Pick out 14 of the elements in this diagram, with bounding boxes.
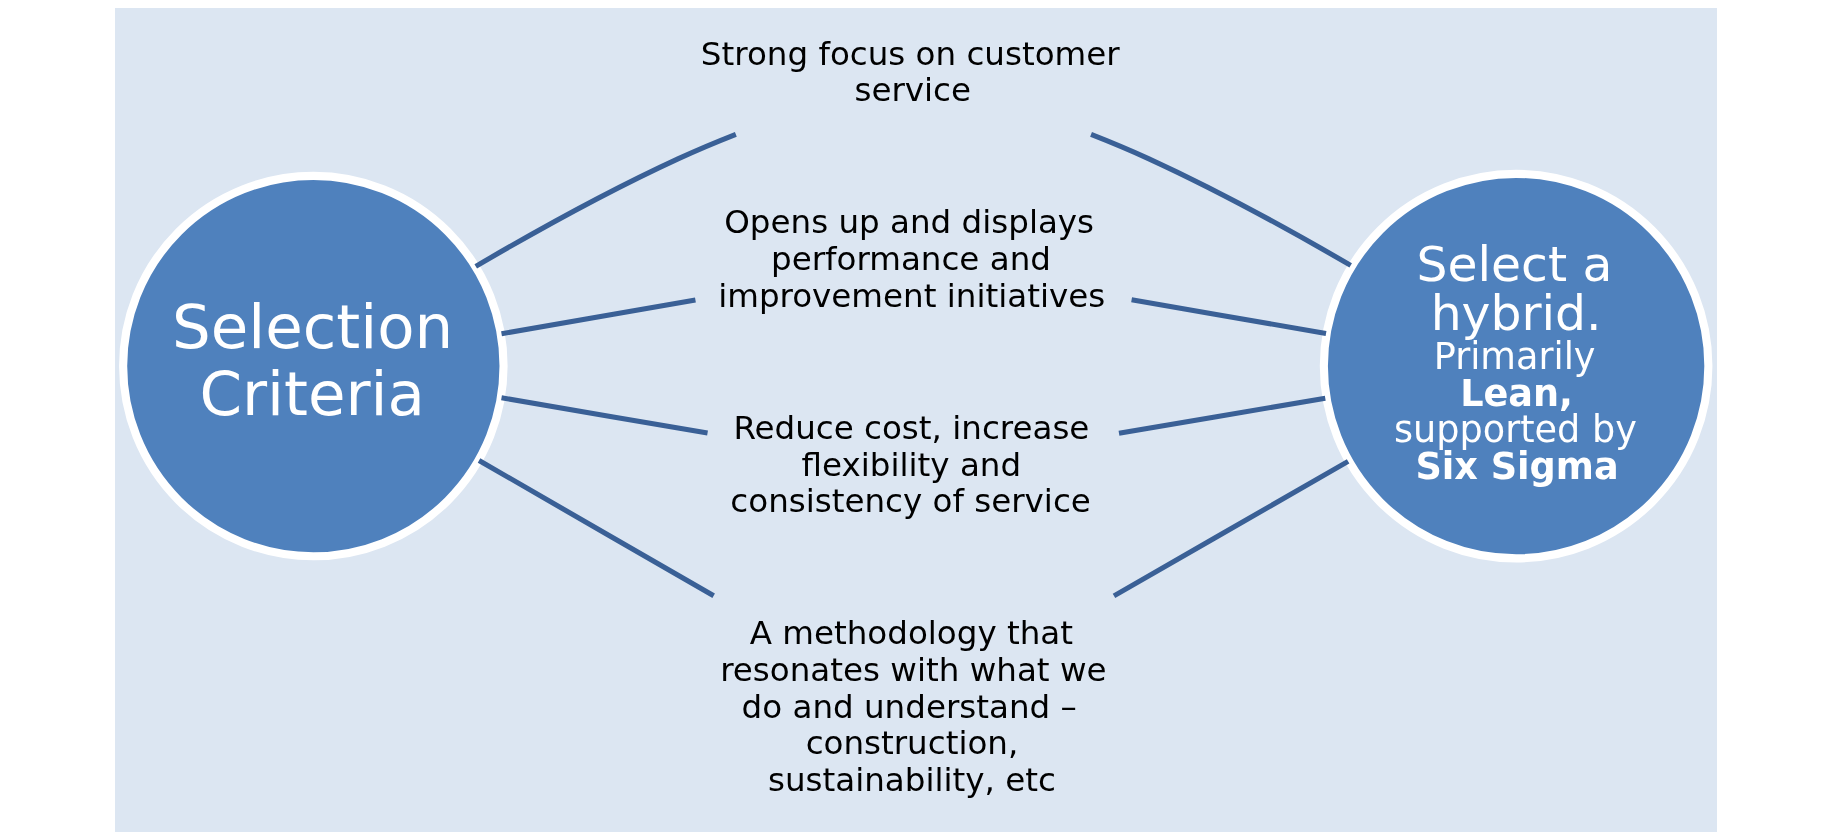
node-text: Strong focus on customer service	[700, 34, 1120, 110]
connector	[1118, 395, 1326, 436]
connector	[473, 131, 737, 269]
node-text: A methodology that resonates with what we do and understand – construction, sustainability, etc	[719, 614, 1107, 799]
node-circle: Select a hybrid. Primarily Lean, supported by Six Sigma	[1319, 169, 1712, 563]
connector	[500, 395, 708, 436]
connector	[1112, 459, 1349, 599]
node-circle: Selection Criteria	[118, 171, 508, 561]
connector	[500, 297, 696, 337]
node-text: Reduce cost, increase flexibility and consistency of service	[729, 408, 1091, 521]
connector	[1130, 297, 1326, 336]
connector	[1089, 132, 1352, 268]
connector	[477, 458, 715, 599]
node-text: Opens up and displays performance and improvement initiatives	[717, 203, 1105, 315]
